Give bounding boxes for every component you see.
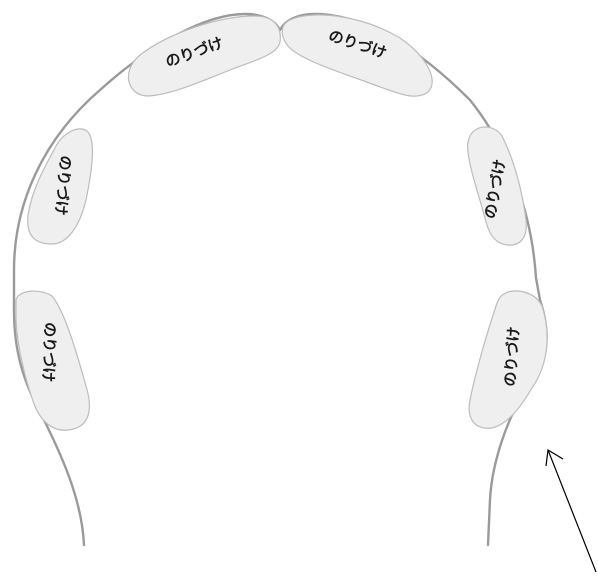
glue-tab-left-upper: のりづけ: [28, 129, 93, 244]
glue-tab-top-right: のりづけ: [282, 15, 432, 96]
pointer-arrow: [546, 450, 596, 572]
glue-tab-right-lower: のりづけ: [469, 291, 547, 428]
cut-outline: [14, 14, 547, 545]
glue-tab-left-lower: のりづけ: [16, 291, 89, 430]
glue-tab-top-left: のりづけ: [128, 16, 280, 96]
glue-tab-right-upper: のりづけ: [468, 127, 527, 245]
glue-tab-label: のりづけ: [39, 322, 59, 383]
